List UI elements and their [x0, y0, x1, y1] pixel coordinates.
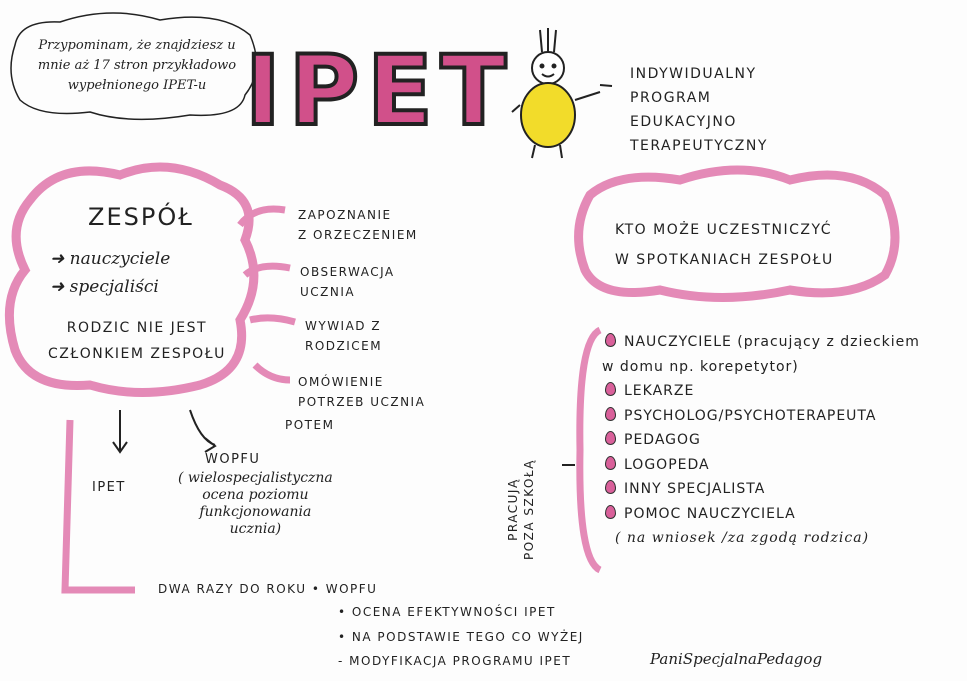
then-label: POTEM [285, 418, 335, 432]
signature: PaniSpecjalnaPedagog [650, 650, 823, 668]
team-member: specjaliści [69, 277, 159, 297]
drop-icon [605, 333, 616, 347]
parent-note-line: RODZIC NIE JEST [66, 320, 208, 336]
expansion-line: PROGRAM [630, 90, 712, 106]
team-heading: ZESPÓŁ [88, 203, 194, 231]
participant: POMOC NAUCZYCIELA [605, 502, 920, 527]
title-expansion: INDYWIDUALNY PROGRAM EDUKACYJNO TERAPEUT… [630, 62, 768, 158]
ipet-label: IPET [92, 480, 126, 495]
drop-icon [605, 406, 616, 421]
participant: INNY SPECJALISTA [605, 477, 920, 502]
expansion-line: INDYWIDUALNY [630, 66, 757, 82]
participant: PSYCHOLOG/PSYCHOTERAPEUTA [605, 404, 920, 429]
expansion-line: TERAPEUTYCZNY [630, 138, 768, 154]
bottom-line-2: • OCENA EFEKTYWNOŚCI IPET [338, 605, 556, 619]
drop-icon [605, 431, 616, 445]
participant: PEDAGOG [605, 428, 920, 453]
parent-note-line: CZŁONKIEM ZESPOŁU [48, 346, 226, 362]
drop-icon [605, 504, 616, 519]
bottom-line-4: - MODYFIKACJA PROGRAMU IPET [338, 654, 572, 668]
drop-icon [605, 455, 616, 470]
team-cloud [4, 162, 259, 397]
wopfu-label: WOPFU [205, 452, 261, 467]
drop-icon [605, 480, 616, 494]
participant: NAUCZYCIELE (pracujący z dzieckiem [605, 330, 920, 355]
participant: LOGOPEDA [605, 453, 920, 478]
participant-note: ( na wniosek /za zgodą rodzica) [615, 530, 870, 546]
bottom-line-3: • NA PODSTAWIE TEGO CO WYŻEJ [338, 630, 584, 644]
bottom-line-1: DWA RAZY DO ROKU • WOPFU [158, 582, 378, 596]
drop-icon [605, 382, 616, 396]
participants-list: NAUCZYCIELE (pracujący z dzieckiem w dom… [602, 330, 920, 551]
participant: w domu np. korepetytor) [602, 358, 799, 375]
page-title: IPET [243, 33, 515, 149]
expansion-line: EDUKACYJNO [630, 114, 737, 130]
team-members: ➜ nauczyciele ➜ specjaliści [50, 249, 171, 297]
stick-figure-icon [511, 28, 613, 159]
parent-note: RODZIC NIE JEST CZŁONKIEM ZESPOŁU [48, 315, 226, 367]
question-cloud [574, 165, 900, 302]
team-member: nauczyciele [69, 249, 171, 269]
reminder-note: Przypominam, że znajdziesz u mnie aż 17 … [37, 38, 237, 93]
note-cloud [10, 12, 258, 121]
participant: LEKARZE [605, 379, 920, 404]
